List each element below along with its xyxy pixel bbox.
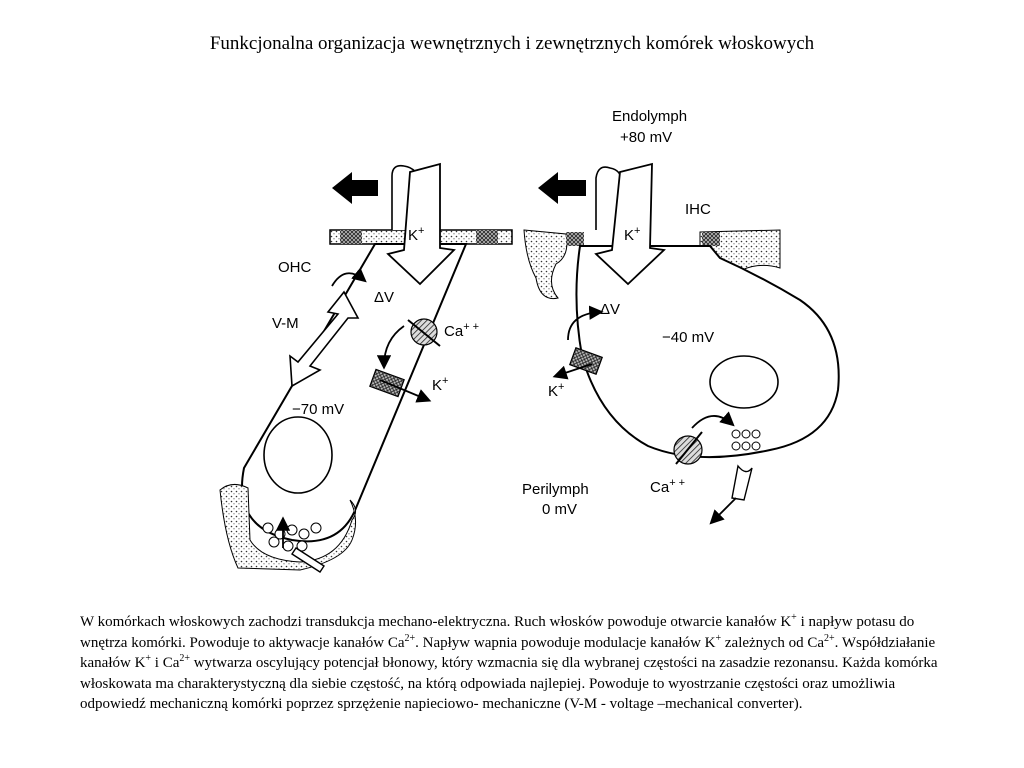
ihc-nucleus [709,355,779,409]
ohc-tight-junction-right [476,230,498,244]
ohc-deflection-arrow [332,172,378,204]
ohc-nucleus [263,416,333,494]
slide-title: Funkcjonalna organizacja wewnętrznych i … [209,33,815,54]
ohc-k-channel [369,368,432,403]
label-ihc-ca: Ca+ + [650,477,685,496]
ohc-supporting-cell [219,484,356,571]
label-endolymph: Endolymph [612,108,687,125]
ihc-cell-body [575,245,840,459]
label-ohc-potential: −70 mV [292,401,344,418]
vm-double-arrow [289,290,360,388]
ihc-synaptic-vesicles [731,429,761,451]
label-ihc: IHC [685,201,711,218]
label-ihc-k-out: K+ [548,381,564,400]
caption-paragraph: W komórkach włoskowych zachodzi transduk… [80,612,938,713]
outer-hair-cell [219,162,513,573]
ohc-tight-junction-left [340,230,362,244]
ihc-k-channel [552,346,604,380]
label-endolymph-potential: +80 mV [620,129,672,146]
hair-cell-diagram: Endolymph +80 mV IHC OHC K+ K+ ΔV ΔV V-M… [219,108,840,573]
ohc-delta-v-arrow [331,267,367,287]
ohc-nerve-fiber [291,547,325,573]
label-ohc-k-plus: K+ [408,225,424,244]
ohc-k-influx-arrow [386,162,456,286]
label-ohc-ca: Ca+ + [444,321,479,340]
ihc-deflection-arrow [538,172,586,204]
label-ohc-k-out: K+ [432,375,448,394]
label-ihc-k-plus: K+ [624,225,640,244]
label-ihc-potential: −40 mV [662,329,714,346]
label-ihc-delta-v: ΔV [600,301,620,318]
label-ohc-delta-v: ΔV [374,289,394,306]
label-perilymph: Perilymph [522,481,589,498]
label-ohc: OHC [278,259,312,276]
ihc-supporting-cell-left [523,229,568,300]
label-perilymph-potential: 0 mV [542,501,577,518]
label-vm: V-M [272,315,299,332]
ihc-k-influx-arrow [594,162,666,286]
ihc-tight-junction-left [566,232,584,246]
ihc-ca-channel [673,411,735,465]
inner-hair-cell [523,162,840,525]
ihc-delta-v-arrow [567,305,604,341]
ihc-nerve-fiber [731,464,753,501]
ihc-tight-junction-right [702,232,720,246]
ohc-ca-channel [376,318,441,370]
ihc-nerve-arrow [709,497,737,525]
